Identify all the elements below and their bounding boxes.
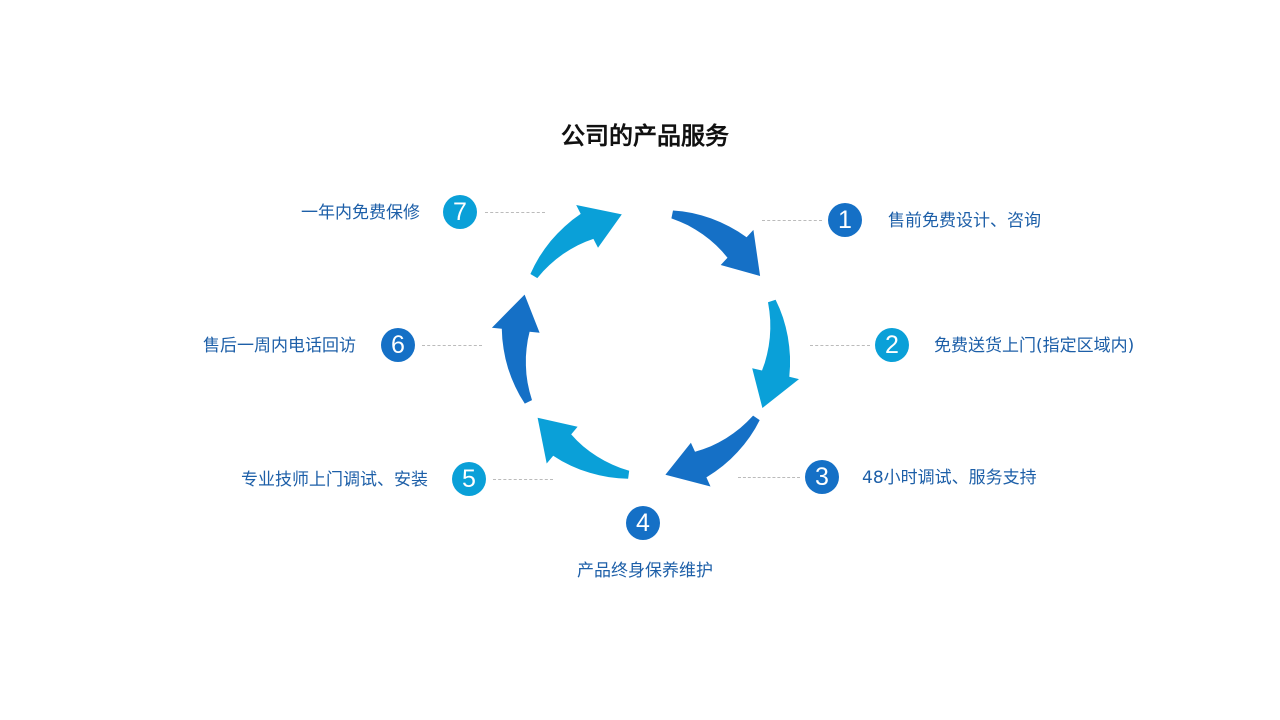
connector-6 [422, 345, 482, 346]
step-label-4: 产品终身保养维护 [577, 561, 713, 581]
step-label-3: 48小时调试、服务支持 [862, 468, 1037, 488]
cycle-arrow-icon [537, 417, 630, 479]
cycle-arrow-icon [491, 294, 540, 404]
step-badge-2: 2 [875, 328, 909, 362]
step-badge-4: 4 [626, 506, 660, 540]
connector-3 [738, 477, 800, 478]
step-badge-5: 5 [452, 462, 486, 496]
step-badge-7: 7 [443, 195, 477, 229]
step-badge-1: 1 [828, 203, 862, 237]
cycle-arrow-icon [665, 415, 760, 487]
connector-7 [485, 212, 545, 213]
step-badge-6: 6 [381, 328, 415, 362]
step-label-2: 免费送货上门(指定区域内) [934, 336, 1135, 356]
step-label-1: 售前免费设计、咨询 [888, 211, 1041, 231]
cycle-arrow-icon [752, 299, 799, 408]
cycle-arrow-icon [671, 210, 761, 276]
page-title: 公司的产品服务 [561, 121, 729, 150]
connector-2 [810, 345, 870, 346]
step-label-6: 售后一周内电话回访 [203, 336, 356, 356]
connector-5 [493, 479, 553, 480]
connector-1 [762, 220, 822, 221]
step-label-5: 专业技师上门调试、安装 [241, 470, 428, 490]
cycle-arrow-icon [530, 205, 622, 279]
step-badge-3: 3 [805, 460, 839, 494]
step-label-7: 一年内免费保修 [301, 203, 420, 223]
